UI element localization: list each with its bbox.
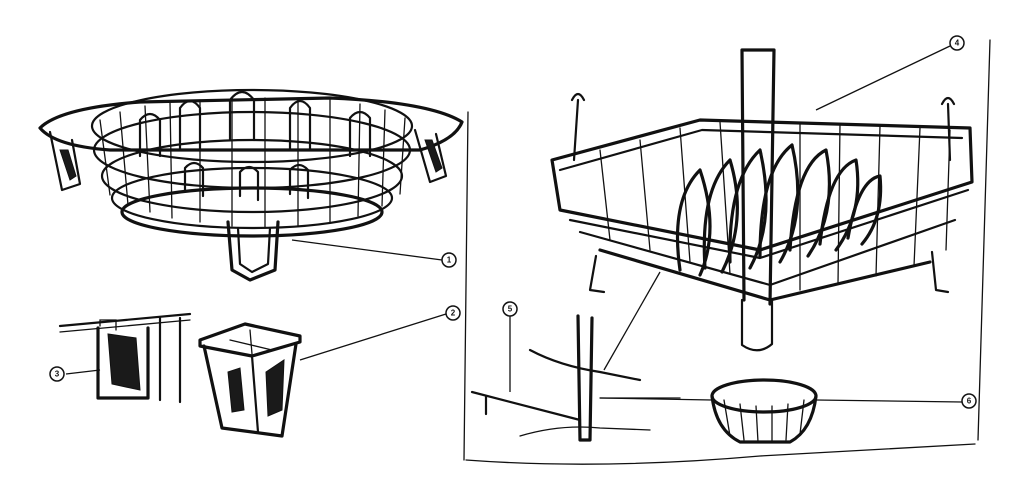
square-plate-rack xyxy=(550,48,974,352)
hook-clip xyxy=(58,312,192,404)
callout-3: 3 xyxy=(49,366,65,382)
callout-6: 6 xyxy=(961,393,977,409)
callout-4: 4 xyxy=(949,35,965,51)
svg-text:6: 6 xyxy=(967,397,972,406)
svg-text:5: 5 xyxy=(508,305,513,314)
leader-lines xyxy=(65,45,963,403)
svg-text:3: 3 xyxy=(55,370,60,379)
cabinet-outline xyxy=(463,39,991,465)
callout-5: 5 xyxy=(502,301,518,317)
callout-2: 2 xyxy=(445,305,461,321)
svg-text:1: 1 xyxy=(447,256,452,265)
svg-text:2: 2 xyxy=(451,309,456,318)
wash-arm-column xyxy=(470,314,681,442)
silverware-cup xyxy=(198,322,302,438)
round-bowl-insert xyxy=(710,378,818,444)
svg-text:4: 4 xyxy=(955,39,960,48)
round-wire-rack xyxy=(38,88,464,282)
callout-1: 1 xyxy=(441,252,457,268)
